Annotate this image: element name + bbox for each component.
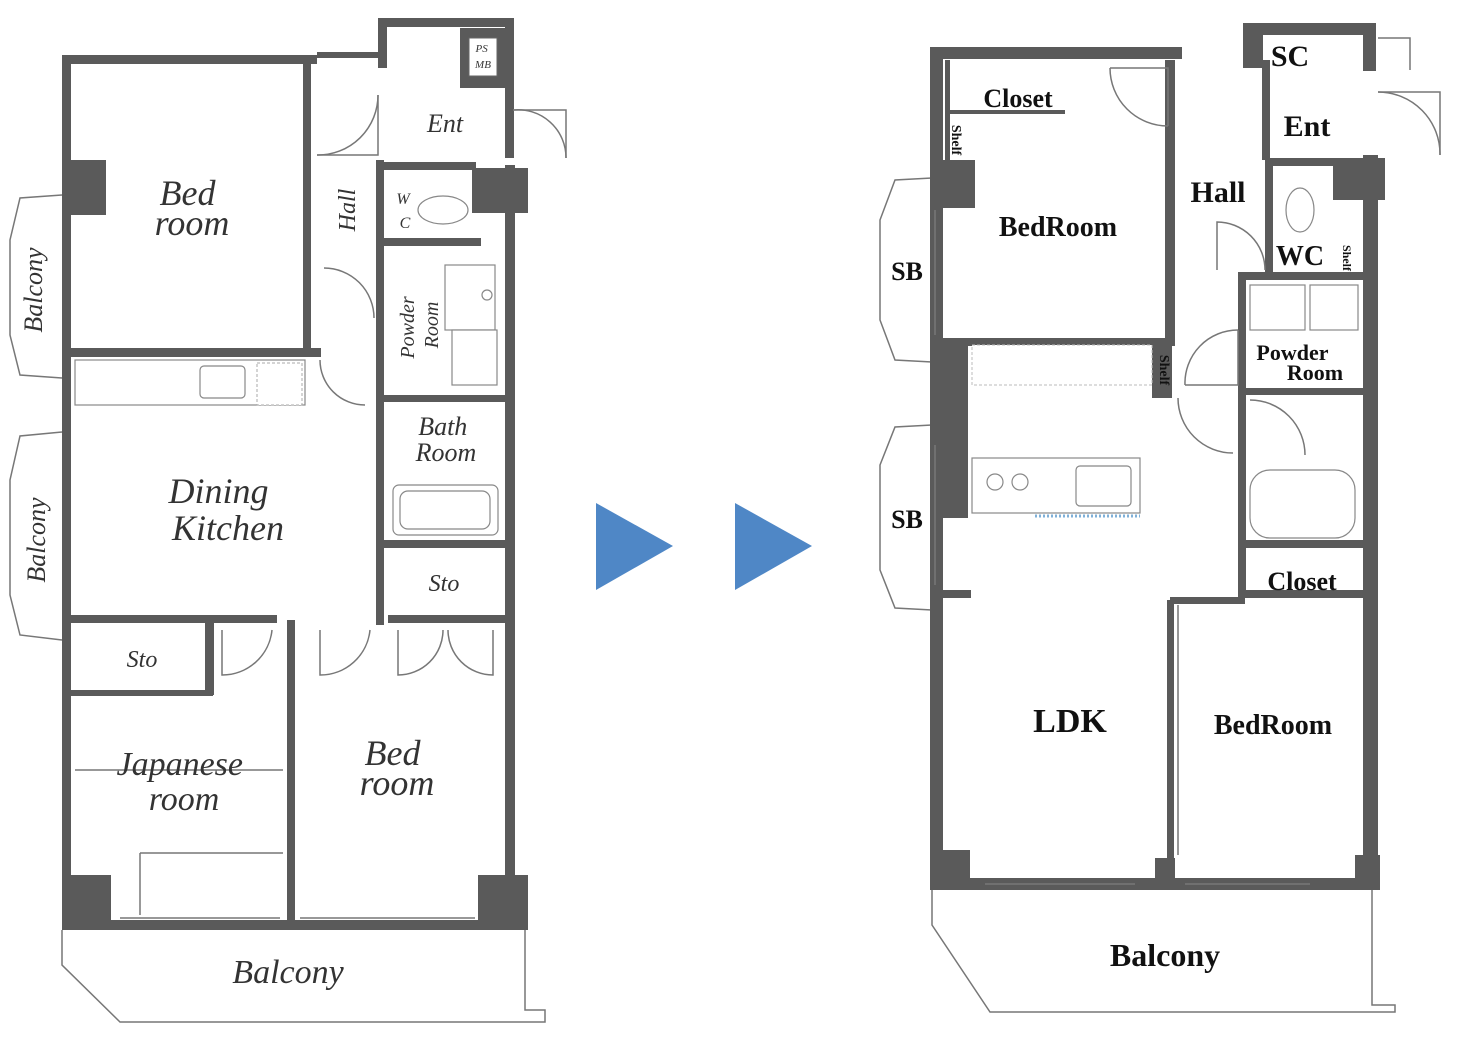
wc-label: WC (1276, 241, 1324, 272)
after-floor-plan: SC Closet Ent Shelf Hall BedRoom SB WC S… (879, 23, 1441, 1013)
hall-label: Hall (1190, 176, 1245, 209)
arrow-icon (735, 503, 812, 590)
sc-label: SC (1271, 40, 1309, 73)
closet-right-label: Closet (1267, 567, 1337, 596)
powder-room-label: Powder Room (397, 291, 443, 359)
balcony-label: Balcony (1110, 937, 1220, 973)
ps-mb-label: PS MB (474, 43, 491, 71)
ent-label: Ent (1284, 110, 1331, 143)
sto-left-label: Sto (127, 647, 158, 673)
bedroom-top-label: Bed room (155, 173, 230, 243)
bath-room-label: Bath Room (415, 412, 477, 467)
powder-room-label: Powder Room (1256, 340, 1343, 385)
transformation-arrows (596, 503, 812, 590)
bedroom-bottom-label: BedRoom (1214, 710, 1332, 741)
closet-top-label: Closet (983, 84, 1053, 113)
shelf-wc-label: Shelf (1340, 245, 1354, 272)
sto-right-label: Sto (429, 571, 460, 597)
ent-label: Ent (426, 109, 464, 138)
bedroom-bottom-label: Bed room (360, 733, 435, 803)
ldk-label: LDK (1033, 703, 1107, 740)
dining-kitchen-label: Dining Kitchen (167, 471, 284, 548)
sb-bottom-label: SB (891, 505, 923, 534)
shelf-mid-label: Shelf (1156, 355, 1171, 386)
before-floor-plan: PS MB Ent Bed room Hall W C Powder Room … (9, 18, 567, 1023)
hall-label: Hall (335, 188, 361, 232)
balcony-left-mid-label: Balcony (22, 497, 51, 583)
shelf-top-label: Shelf (948, 125, 963, 156)
japanese-room-label: Japanese room (116, 746, 251, 818)
sb-top-label: SB (891, 257, 923, 286)
arrow-icon (596, 503, 673, 590)
balcony-bottom-label: Balcony (232, 954, 344, 991)
balcony-left-top-label: Balcony (19, 247, 48, 333)
wc-label: W C (396, 191, 413, 232)
bedroom-top-label: BedRoom (999, 212, 1117, 243)
